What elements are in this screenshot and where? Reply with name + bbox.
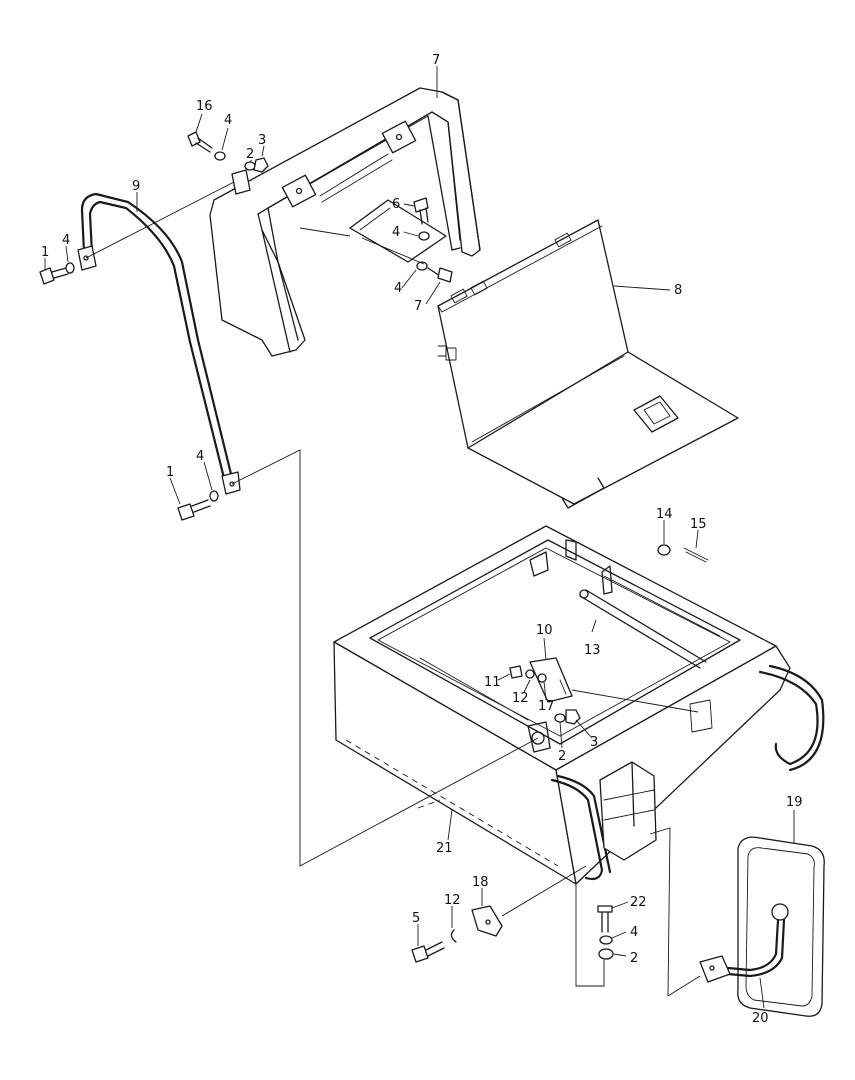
seat-cushion <box>437 219 739 509</box>
callout-13: 13 <box>584 643 601 658</box>
callout-3: 3 <box>258 133 266 148</box>
callout-6: 7 <box>414 299 422 314</box>
callout-15: 15 <box>690 517 707 532</box>
callout-4: 4 <box>224 113 232 128</box>
callout-2: 2 <box>630 951 638 966</box>
callout-17: 17 <box>538 699 555 714</box>
callout-21: 21 <box>436 841 453 856</box>
callout-1: 1 <box>41 245 49 260</box>
callout-12: 12 <box>444 893 461 908</box>
callout-2: 2 <box>558 749 566 764</box>
hardware <box>39 131 709 963</box>
callout-5: 5 <box>412 911 420 926</box>
callout-4: 4 <box>62 233 70 248</box>
callout-4: 4 <box>392 225 400 240</box>
backrest-panel <box>209 87 481 357</box>
handrail-bar <box>77 192 241 495</box>
callout-12: 12 <box>512 691 529 706</box>
callout-1: 1 <box>166 465 174 480</box>
mirror-assembly <box>699 836 825 1017</box>
callout-16: 16 <box>196 99 213 114</box>
callout-9: 9 <box>132 179 140 194</box>
callout-18: 18 <box>472 875 489 890</box>
callout-20: 20 <box>752 1011 769 1026</box>
callout-2: 2 <box>246 147 254 162</box>
callout-4: 4 <box>630 925 638 940</box>
callout-7: 7 <box>432 53 440 68</box>
callout-10: 10 <box>536 623 553 638</box>
callout-11: 11 <box>484 675 501 690</box>
callout-6: 6 <box>392 197 400 212</box>
callout-labels: 7 16 4 3 2 9 6 4 4 7 8 1 4 1 4 14 15 10 … <box>41 53 803 1026</box>
callout-3: 3 <box>590 735 598 750</box>
callout-19: 19 <box>786 795 803 810</box>
callout-8: 8 <box>674 283 682 298</box>
callout-leaders <box>44 66 795 1009</box>
callout-14: 14 <box>656 507 673 522</box>
assembly-guide-lines <box>85 181 701 997</box>
seat-base-box <box>333 525 825 885</box>
callout-22: 22 <box>630 895 647 910</box>
callout-4: 4 <box>394 281 402 296</box>
callout-4: 4 <box>196 449 204 464</box>
